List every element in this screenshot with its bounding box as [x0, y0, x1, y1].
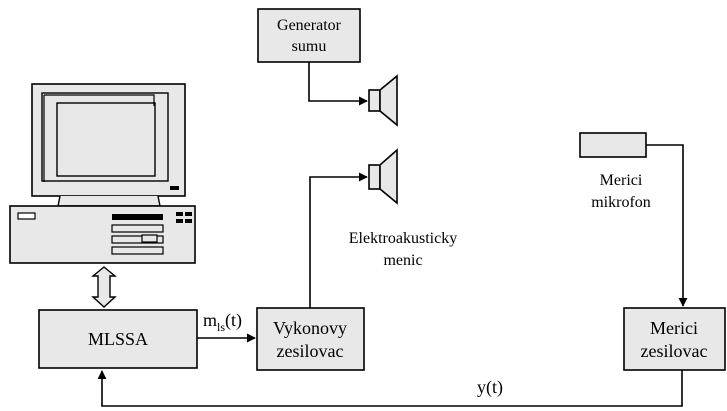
- microphone-icon: [579, 132, 647, 158]
- microphone-to-amplifier-wire: [646, 144, 688, 307]
- generator-label-1: Generator: [277, 17, 342, 34]
- generator-label-2: sumu: [292, 38, 327, 55]
- computer-icon: [9, 83, 196, 264]
- microphone-label-2: mikrofon: [591, 194, 651, 211]
- generator-block: [257, 8, 361, 63]
- signal-y-label: y(t): [477, 377, 503, 398]
- generator-to-speaker-wire: [308, 62, 368, 106]
- power-amplifier-label-2: zesilovac: [277, 341, 344, 361]
- amplifier-to-speaker-wire: [309, 172, 368, 308]
- microphone-label-1: Merici: [600, 172, 643, 189]
- measuring-amplifier-block: [623, 307, 726, 371]
- signal-m-label: mls(t): [203, 310, 242, 334]
- measuring-amplifier-label-2: zesilovac: [641, 341, 708, 361]
- speaker-icon: [368, 148, 398, 205]
- mlssa-block: [38, 309, 198, 369]
- feedback-wire: [97, 370, 683, 407]
- transducer-label-2: menic: [383, 252, 422, 269]
- mlssa-label: MLSSA: [88, 329, 148, 349]
- transducer-label-1: Elektroakusticky: [349, 230, 457, 247]
- power-amplifier-label-1: Vykonovy: [273, 318, 347, 338]
- power-amplifier-block: [256, 307, 365, 371]
- bidirectional-arrow-icon: [91, 266, 117, 308]
- speaker-icon: [368, 74, 398, 127]
- measuring-amplifier-label-1: Merici: [650, 318, 698, 338]
